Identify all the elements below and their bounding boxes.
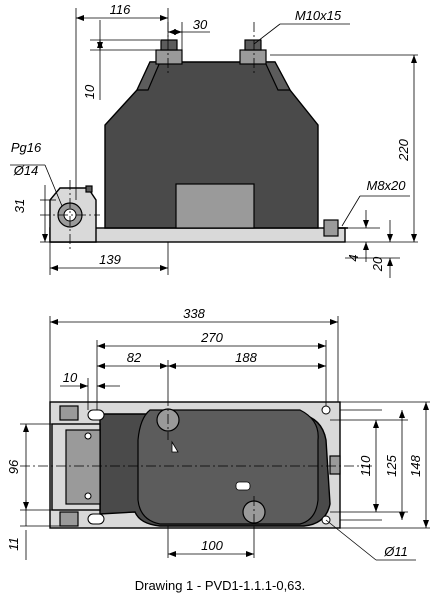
dim-148: 148: [408, 454, 423, 476]
dim-dia11: Ø11: [383, 544, 408, 559]
plan-view: 338 270 82 188 10 96 11 110 125 148 100 …: [6, 306, 430, 561]
plan-hole-tr: [321, 405, 331, 415]
plan-slot-tl: [87, 409, 105, 421]
plan-slot-bl: [87, 513, 105, 525]
dim-96: 96: [6, 459, 21, 474]
front-nameplate: [175, 183, 255, 229]
dim-thread-top: M10x15: [295, 8, 342, 23]
dim-30: 30: [193, 17, 208, 32]
dim-125: 125: [384, 454, 399, 476]
dim-139: 139: [99, 252, 121, 267]
front-earth-bolt: [323, 219, 339, 237]
dim-thread-side: M8x20: [366, 178, 406, 193]
dim-20: 20: [370, 256, 385, 272]
dim-270: 270: [200, 330, 223, 345]
dim-116: 116: [110, 2, 131, 17]
dim-31: 31: [12, 199, 27, 213]
dim-10: 10: [82, 84, 97, 99]
drawing-caption: Drawing 1 - PVD1-1.1.1-0,63.: [135, 578, 306, 593]
dim-11: 11: [6, 537, 21, 551]
dim-pg16: Pg16: [11, 140, 42, 155]
dim-10w: 10: [63, 370, 78, 385]
front-terminal-left: [155, 49, 183, 65]
dim-100: 100: [201, 538, 223, 553]
dim-220: 220: [396, 138, 411, 161]
front-terminal-right: [239, 49, 267, 65]
dim-dia14: Ø14: [13, 163, 39, 178]
dim-338: 338: [183, 306, 205, 321]
dim-82: 82: [127, 350, 142, 365]
dim-188: 188: [235, 350, 257, 365]
dim-4: 4: [346, 254, 361, 261]
front-view: 116 30 M10x15 10 220 Pg16 Ø14 31 M8x20 1…: [10, 2, 418, 278]
dim-110: 110: [358, 455, 373, 476]
plan-earth-bolt: [329, 455, 341, 475]
